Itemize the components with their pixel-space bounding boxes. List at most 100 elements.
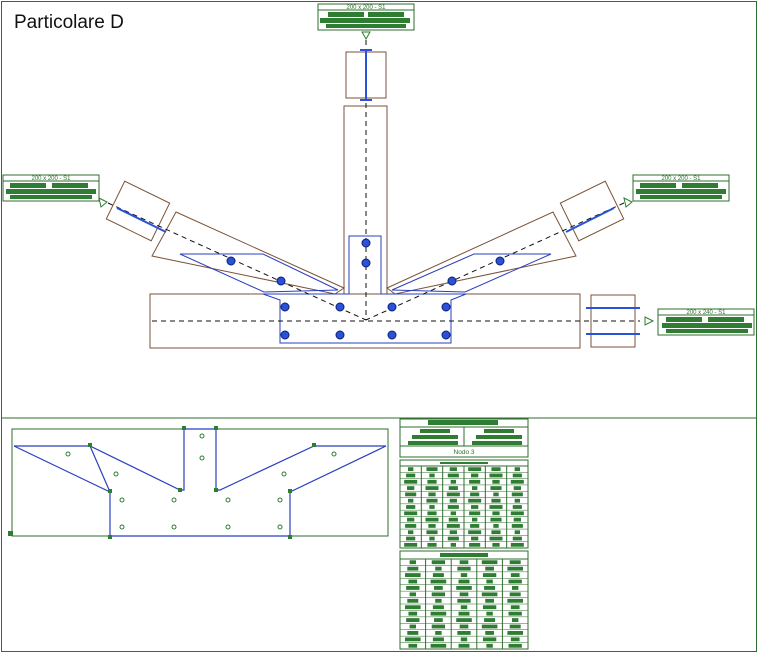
table-cell-block <box>509 560 521 565</box>
table-cell-block <box>482 605 497 610</box>
table-cell-block <box>468 498 482 503</box>
table-cell-block <box>458 579 470 584</box>
hole <box>119 497 125 503</box>
table-cell-block <box>513 517 521 522</box>
table-cell-block <box>460 637 468 642</box>
table-cell-block <box>460 573 468 577</box>
table-cell-block <box>409 560 416 565</box>
table-cell-block <box>510 573 520 577</box>
table-cell-block <box>426 498 438 503</box>
table-cell-block <box>510 511 524 516</box>
bolt <box>361 238 371 248</box>
table-cell-block <box>486 579 493 584</box>
table-cell-block <box>449 530 457 535</box>
hole <box>225 524 231 530</box>
bolt <box>276 276 286 286</box>
table-cell-block <box>514 530 520 535</box>
table-cell-block <box>468 530 482 535</box>
table-cell-block <box>510 479 524 484</box>
tag-right: 200 x 200 - S1 <box>632 174 730 202</box>
table-cell-block <box>493 492 499 497</box>
table-cell-block <box>431 624 446 629</box>
table-cell-block <box>406 536 416 541</box>
table-cell-block <box>431 560 446 565</box>
table-cell-block <box>482 637 497 642</box>
table-cell-block <box>432 573 444 577</box>
table-cell-block <box>449 498 457 503</box>
table-cell-block <box>485 598 494 603</box>
table-cell-block <box>459 592 469 597</box>
table-cell-block <box>491 498 501 503</box>
table-cell-block <box>510 637 520 642</box>
table-cell-block <box>508 611 522 616</box>
hole <box>277 524 283 530</box>
table-cell-block <box>470 524 480 528</box>
table-cell-block <box>429 536 435 541</box>
table-cell-block <box>430 579 447 584</box>
table-cell-block <box>425 486 439 490</box>
table-cell-block <box>404 511 418 516</box>
tag-right-text: 200 x 200 - S1 <box>661 176 701 182</box>
bolts <box>226 238 505 340</box>
plate-detail-outline <box>14 428 387 537</box>
table-cell-block <box>510 542 524 547</box>
end-block-left <box>105 180 171 242</box>
table-cell-block <box>456 618 472 622</box>
table-cell-block <box>409 624 416 629</box>
table-cell-block <box>429 473 435 478</box>
table-cell-block <box>406 473 416 478</box>
table-cell-block <box>435 566 442 571</box>
table-cell-block <box>491 530 501 535</box>
table-cell-block <box>450 511 456 516</box>
plate-detail <box>8 426 389 539</box>
table-cell-block <box>406 586 420 590</box>
table-cell-block <box>426 467 438 472</box>
table-cell-block <box>435 598 442 603</box>
table-cell-block <box>492 542 500 547</box>
table-cell-block <box>509 624 521 629</box>
table-cell-block <box>408 611 418 616</box>
table-cell-block <box>490 486 502 490</box>
table-cell-block <box>484 618 496 622</box>
table-cell-block <box>485 631 494 635</box>
timber-brace-left <box>151 211 346 295</box>
table-cell-block <box>407 598 419 603</box>
table-cell-block <box>507 566 524 571</box>
schedule-table-b <box>399 550 529 650</box>
table-cell-block <box>512 618 519 622</box>
table-cell-block <box>489 473 503 478</box>
table-cell-block <box>457 631 471 635</box>
table-cell-block <box>512 536 522 541</box>
bolt <box>387 302 397 312</box>
table-cell-block <box>511 524 523 528</box>
table-cell-block <box>447 505 459 509</box>
table-cell-block <box>432 605 444 610</box>
table-cell-block <box>408 498 414 503</box>
timber-brace-right <box>386 211 577 295</box>
table-cell-block <box>471 536 479 541</box>
tag-right-low: 200 x 240 - S1 <box>657 308 755 336</box>
table-cell-block <box>468 467 482 472</box>
table-cell-block <box>511 492 523 497</box>
table-cell-block <box>447 473 459 478</box>
table-cell-block <box>407 631 419 635</box>
table-cell-block <box>484 586 496 590</box>
node-label: Nodo 3 <box>454 449 475 456</box>
table-cell-block <box>469 511 481 516</box>
schedule-table-a <box>399 459 529 549</box>
table-cell-block <box>470 492 480 497</box>
table-cell-block <box>404 573 421 577</box>
table-cell-block <box>429 505 435 509</box>
table-cell-block <box>512 473 522 478</box>
table-cell-block <box>471 473 479 478</box>
table-cell-block <box>509 592 521 597</box>
table-cell-block <box>471 505 479 509</box>
table-cell-block <box>485 566 494 571</box>
bolt <box>335 330 345 340</box>
end-block-right-low <box>590 294 636 348</box>
tag-right-low-text: 200 x 240 - S1 <box>686 310 726 316</box>
axis-lines <box>107 40 640 322</box>
table-cell-block <box>489 536 503 541</box>
table-cell-block <box>507 598 524 603</box>
